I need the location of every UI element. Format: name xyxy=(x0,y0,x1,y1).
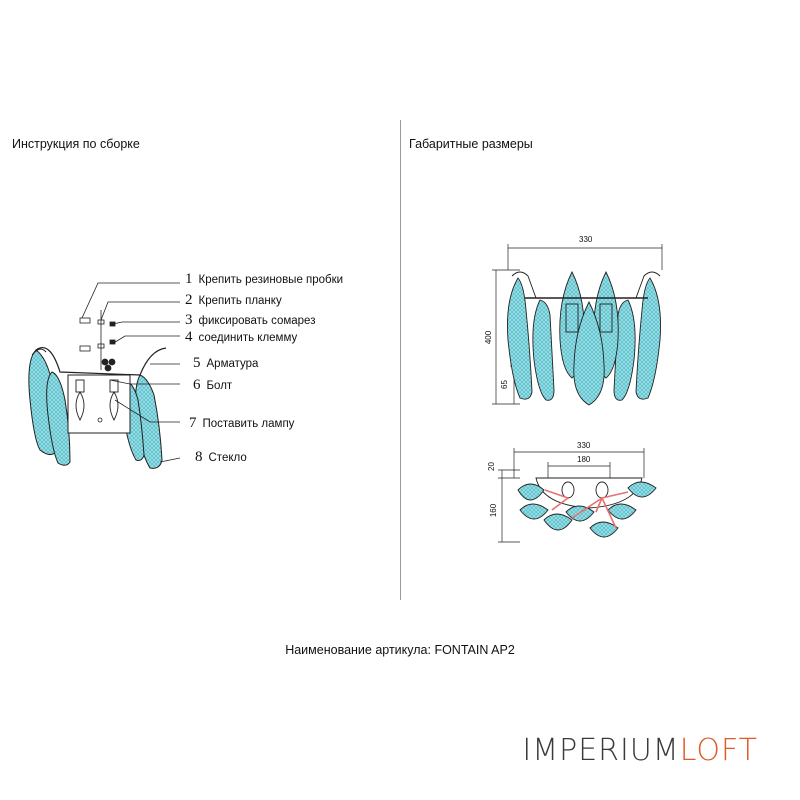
step-text: Стекло xyxy=(208,452,247,464)
step-number: 1 xyxy=(185,271,193,287)
vertical-divider xyxy=(400,120,401,600)
front-view xyxy=(507,270,661,406)
brand-logo: IMPERIUMLOFT xyxy=(522,733,758,768)
assembly-step: 5 Арматура xyxy=(193,356,258,371)
assembly-step: 4 соединить клемму xyxy=(185,330,297,345)
dimension-front-width: 330 xyxy=(579,235,593,244)
front-dimension-lines xyxy=(492,244,663,405)
step-number: 7 xyxy=(189,415,197,431)
step-number: 3 xyxy=(185,312,193,328)
assembly-title: Инструкция по сборке xyxy=(12,137,140,151)
dimensions-title: Габаритные размеры xyxy=(409,137,533,151)
brand-logo-part2: LOFT xyxy=(679,733,758,768)
small-parts xyxy=(79,310,116,372)
step-number: 8 xyxy=(195,449,203,465)
assembly-step: 1 Крепить резиновые пробки xyxy=(185,272,343,287)
assembly-step: 2 Крепить планку xyxy=(185,293,282,308)
step-number: 2 xyxy=(185,292,193,308)
step-text: фиксировать сомарез xyxy=(198,315,316,327)
dimension-top-width: 330 xyxy=(577,441,591,450)
assembly-step: 7 Поставить лампу xyxy=(189,416,294,431)
step-text: Крепить планку xyxy=(198,295,282,307)
step-number: 4 xyxy=(185,329,193,345)
top-view-highlights xyxy=(544,489,629,529)
dimension-front-height: 400 xyxy=(484,330,494,345)
top-dimension-lines xyxy=(498,448,645,543)
step-text: Болт xyxy=(206,380,233,392)
step-text: Поставить лампу xyxy=(202,418,295,430)
article-value: FONTAIN AP2 xyxy=(434,643,515,657)
step-text: Крепить резиновые пробки xyxy=(198,274,344,286)
brand-logo-part1: IMPERIUM xyxy=(522,733,680,768)
step-number: 5 xyxy=(193,355,201,371)
dimension-front-drop: 65 xyxy=(499,380,509,389)
step-number: 6 xyxy=(193,377,201,393)
assembly-step: 8 Стекло xyxy=(195,450,247,465)
step-text: соединить клемму xyxy=(198,332,298,344)
assembly-step: 3 фиксировать сомарез xyxy=(185,313,315,328)
leader-lines xyxy=(81,282,181,463)
dimension-top-depth: 160 xyxy=(489,503,499,518)
article-name: Наименование артикула: FONTAIN AP2 xyxy=(0,643,800,657)
lamp-bulbs xyxy=(75,379,119,421)
step-text: Арматура xyxy=(206,358,259,370)
top-view xyxy=(517,477,657,538)
assembly-step: 6 Болт xyxy=(193,378,232,393)
dimension-top-inner-width: 180 xyxy=(577,455,591,464)
article-label: Наименование артикула: xyxy=(285,643,431,657)
glass-panel-left xyxy=(28,349,71,466)
dimension-top-offset: 20 xyxy=(486,462,496,471)
